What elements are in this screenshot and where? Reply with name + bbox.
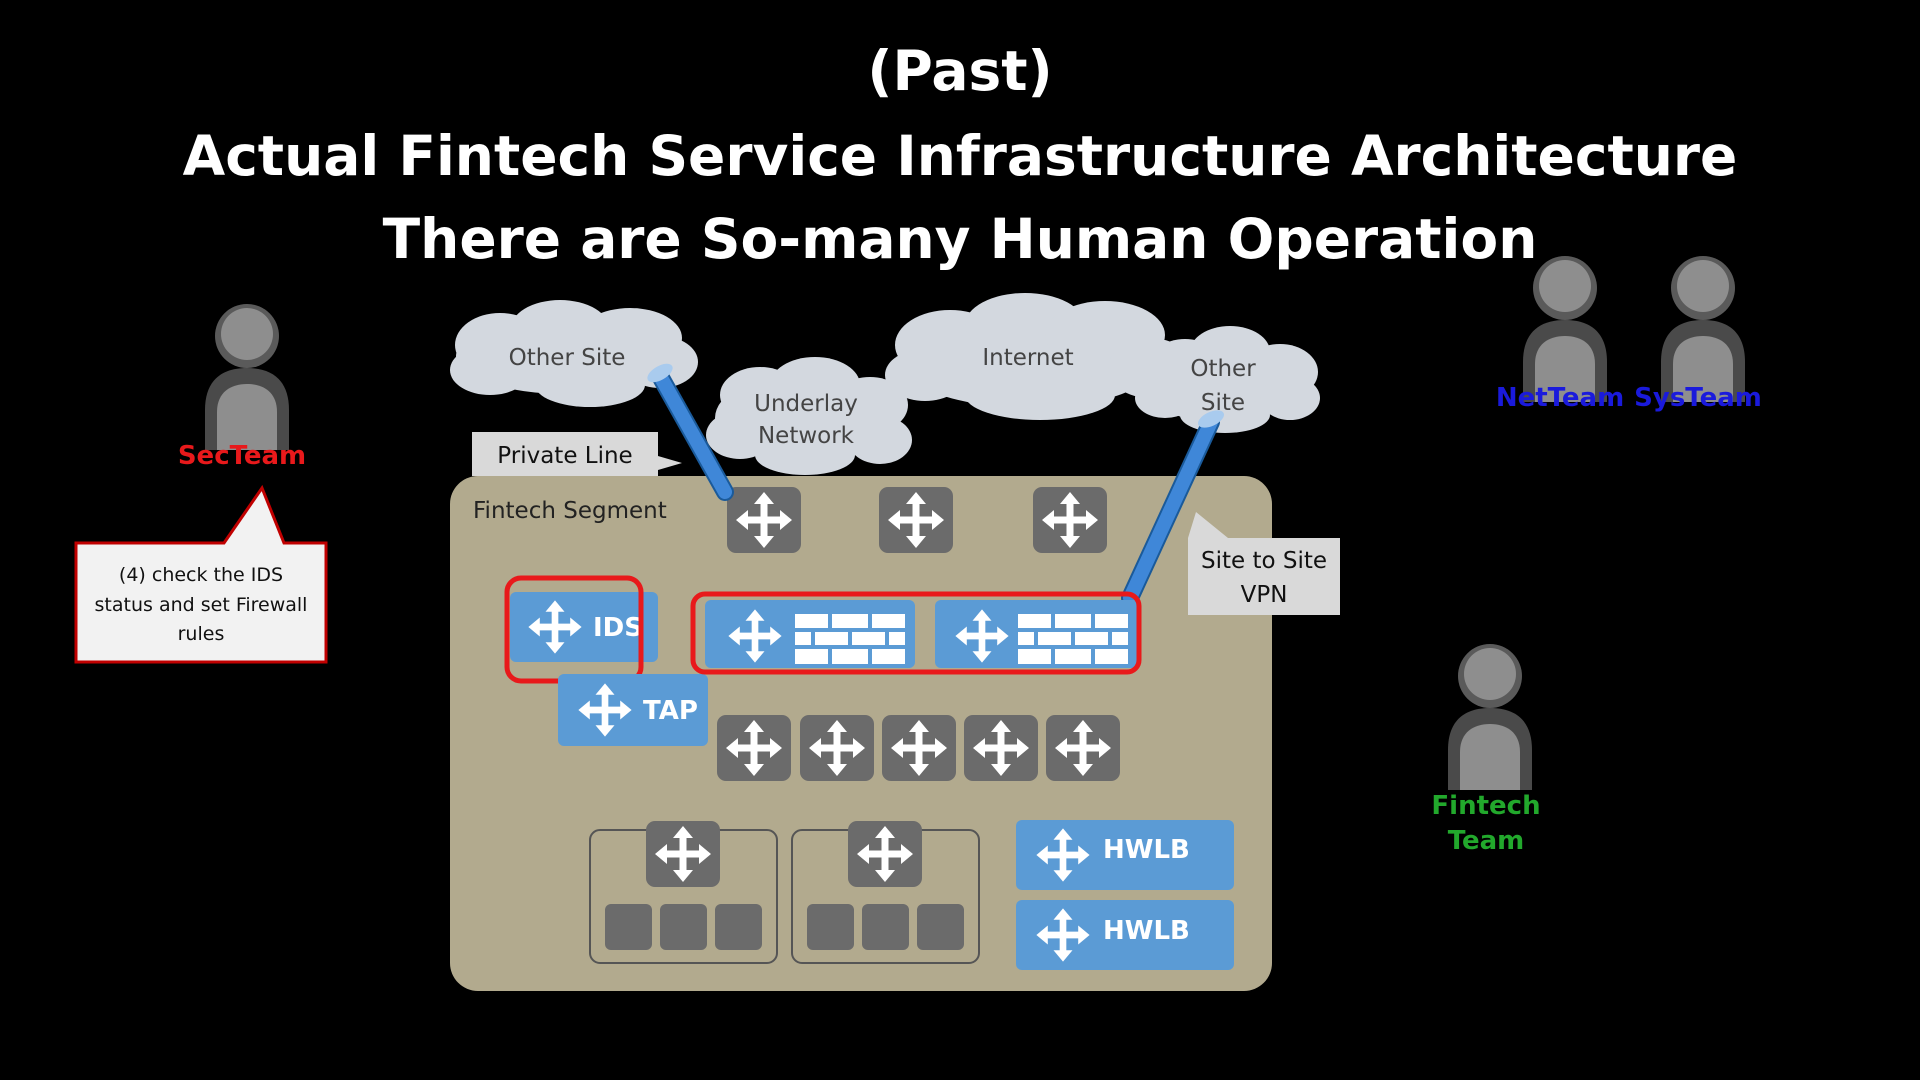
router-top-3 — [1033, 487, 1107, 553]
firewall-2 — [935, 600, 1140, 668]
vpn-label-2: VPN — [1241, 582, 1288, 608]
router-mid-1 — [717, 715, 791, 781]
server-group-1 — [589, 821, 778, 964]
netteam-person-icon — [1523, 256, 1607, 402]
cloud-other-site-left — [450, 300, 698, 407]
title-line-2: Actual Fintech Service Infrastructure Ar… — [183, 124, 1738, 188]
cloud-other-site-right-label-2: Site — [1201, 390, 1245, 416]
cloud-underlay-network — [706, 357, 912, 475]
hwlb-device-1: HWLB — [1016, 820, 1234, 890]
server-group-2 — [791, 821, 980, 964]
vpn-label-1: Site to Site — [1201, 548, 1327, 574]
fintech-segment-label: Fintech Segment — [473, 498, 667, 524]
title-line-1: (Past) — [867, 39, 1052, 103]
secteam-note-line-1: (4) check the IDS — [119, 564, 283, 586]
router-mid-2 — [800, 715, 874, 781]
private-line-callout — [472, 432, 682, 476]
tap-device: TAP — [558, 674, 708, 746]
cloud-other-site-left-label: Other Site — [509, 345, 626, 371]
router-mid-5 — [1046, 715, 1120, 781]
cloud-other-site-right-label-1: Other — [1190, 356, 1256, 382]
ids-device: IDS — [510, 592, 658, 662]
title-line-3: There are So-many Human Operation — [383, 207, 1538, 271]
vpn-callout — [1188, 512, 1340, 615]
secteam-person-icon — [205, 304, 289, 450]
router-top-2 — [879, 487, 953, 553]
secteam-label: SecTeam — [178, 441, 306, 471]
fintech-team-person-icon — [1448, 644, 1532, 790]
router-top-1 — [727, 487, 801, 553]
systeam-label: SysTeam — [1634, 383, 1762, 413]
cloud-internet-label: Internet — [982, 345, 1073, 371]
private-line-label: Private Line — [497, 443, 632, 469]
router-mid-3 — [882, 715, 956, 781]
firewall-highlight — [690, 591, 1142, 675]
cloud-underlay-label-1: Underlay — [754, 391, 858, 417]
secteam-note-line-3: rules — [178, 623, 225, 645]
firewall-1 — [705, 600, 915, 668]
private-line-tunnel — [647, 363, 734, 501]
cloud-underlay-label-2: Network — [758, 423, 855, 449]
hwlb-label-2: HWLB — [1103, 916, 1190, 946]
systeam-person-icon — [1661, 256, 1745, 402]
tap-label: TAP — [643, 696, 698, 726]
netteam-label: NetTeam — [1496, 383, 1624, 413]
router-mid-4 — [964, 715, 1038, 781]
secteam-note-callout — [74, 484, 328, 664]
fintech-team-label-2: Team — [1448, 826, 1525, 856]
vpn-tunnel — [1121, 410, 1225, 607]
cloud-other-site-right — [1135, 326, 1320, 433]
hwlb-device-2: HWLB — [1016, 900, 1234, 970]
ids-label: IDS — [593, 613, 643, 643]
secteam-note-line-2: status and set Firewall — [95, 594, 308, 616]
hwlb-label-1: HWLB — [1103, 835, 1190, 865]
fintech-team-label-1: Fintech — [1431, 791, 1540, 821]
